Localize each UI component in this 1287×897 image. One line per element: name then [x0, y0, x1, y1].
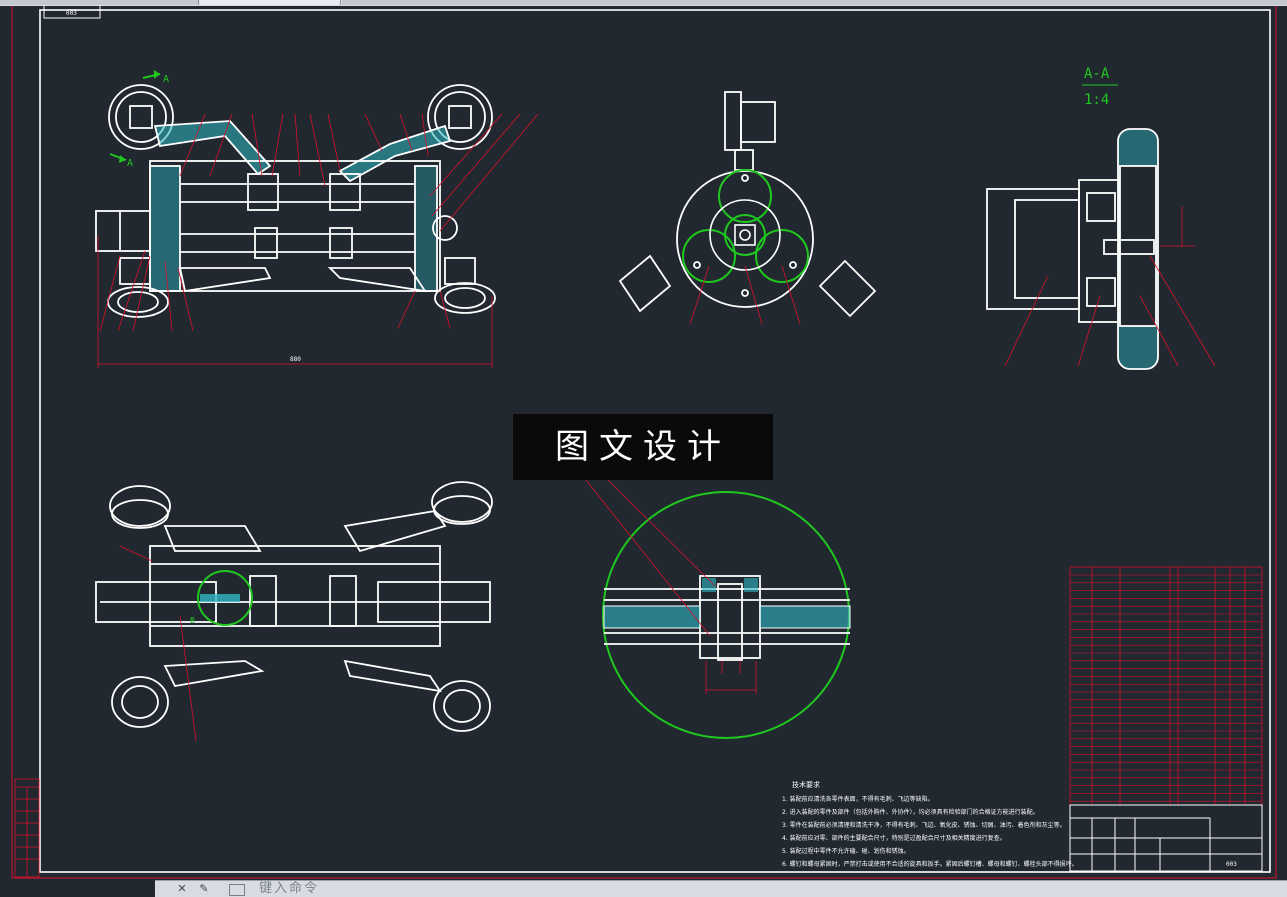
tech-req-line-1: 1. 装配前应清洗各零件表面，不得有毛刺、飞边等缺陷。: [782, 795, 934, 803]
file-tab-active[interactable]: [200, 0, 341, 5]
watermark-banner: 图文设计: [513, 414, 773, 480]
section-a-a-leaders: [1004, 206, 1216, 367]
side-view-center: [709, 199, 781, 271]
command-icon: [229, 884, 245, 896]
side-view-gears: [682, 169, 809, 283]
tech-req-line-6: 6. 螺钉和螺母紧固时，严禁打击或使用不合适的旋具和扳手。紧固后螺钉槽、螺母和螺…: [782, 860, 1078, 868]
top-view-highlights: B: [190, 570, 253, 626]
sheet-frame: 003: [11, 6, 1277, 879]
status-left: [0, 880, 155, 896]
section-a-a-label: A-A 1:4: [1082, 66, 1118, 108]
detail-b-view: [585, 479, 851, 739]
command-line[interactable]: ✕ ✎ 键入命令: [155, 880, 1287, 897]
svg-text:1:4: 1:4: [1084, 92, 1109, 108]
overall-dimension: 880: [290, 356, 301, 363]
front-view: [95, 84, 496, 318]
technical-requirements: 技术要求 1. 装配前应清洗各零件表面，不得有毛刺、飞边等缺陷。 2. 进入装配…: [782, 780, 1078, 868]
tech-req-line-2: 2. 进入装配的零件及部件（包括外购件、外协件），均必须具有检验部门的合格证方能…: [782, 808, 1039, 816]
side-view-leaders: [689, 265, 801, 325]
command-prompt[interactable]: 键入命令: [259, 881, 320, 896]
side-view: [618, 91, 877, 318]
file-tab-2[interactable]: [342, 0, 1287, 5]
tech-req-line-5: 5. 装配过程中零件不允许磕、碰、划伤和锈蚀。: [782, 847, 910, 855]
drawing-number: 003: [1226, 861, 1237, 868]
top-tab-strip: [0, 0, 1287, 6]
tech-req-heading: 技术要求: [792, 780, 820, 789]
section-marker-a: A A: [109, 70, 169, 169]
svg-text:B: B: [190, 616, 195, 625]
parts-list-rows: [1070, 574, 1262, 802]
svg-text:A: A: [127, 158, 133, 169]
top-view-leaders: [119, 545, 197, 742]
tech-req-line-3: 3. 零件在装配前必须清理和清洗干净，不得有毛刺、飞边、氧化皮、锈蚀、切屑、油污…: [782, 821, 1066, 829]
svg-text:A-A: A-A: [1084, 66, 1110, 82]
left-revision-table: [14, 778, 40, 878]
svg-text:A: A: [163, 74, 169, 85]
wrench-icon[interactable]: ✎: [199, 882, 209, 895]
top-view: [95, 481, 493, 732]
drawing-canvas[interactable]: 003: [0, 6, 1287, 880]
section-a-a-view: [986, 128, 1159, 370]
close-icon[interactable]: ✕: [177, 882, 187, 895]
file-tab-1[interactable]: [0, 0, 199, 5]
parts-list: [1069, 566, 1263, 806]
tech-req-line-4: 4. 装配前应对零、部件的主要配合尺寸，特别是过盈配合尺寸及相关精度进行复查。: [782, 834, 1006, 842]
front-view-dimensions: [97, 113, 539, 368]
title-tab-text: 003: [66, 10, 77, 17]
title-block: [1069, 804, 1263, 872]
